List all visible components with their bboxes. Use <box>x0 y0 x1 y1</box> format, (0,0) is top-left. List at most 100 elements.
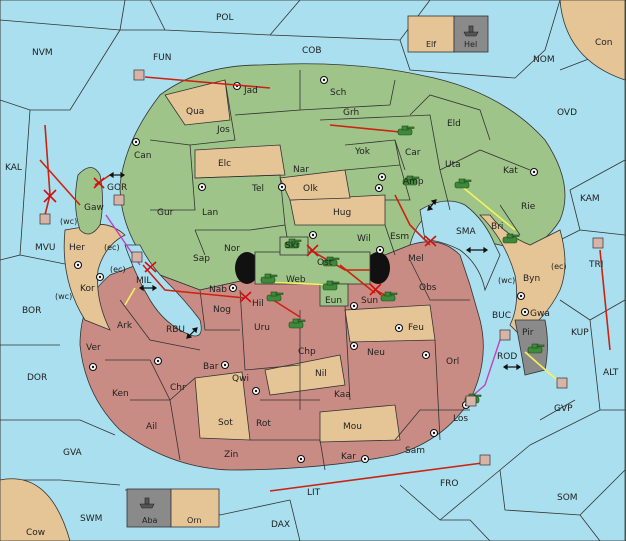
prov-jad: Jad <box>243 86 258 96</box>
coast-ec-3: (ec) <box>551 262 567 271</box>
prov-ail: Ail <box>146 422 157 432</box>
prov-zin: Zin <box>224 450 238 460</box>
elc-region <box>194 144 286 179</box>
prov-chr: Chr <box>170 383 186 393</box>
prov-byn: Byn <box>523 274 540 284</box>
prov-pir: Pir <box>522 328 534 338</box>
box-hel: Hel <box>464 40 477 49</box>
sea-rod: ROD <box>497 352 517 362</box>
sea-gva: GVA <box>63 448 83 458</box>
prov-nar: Nar <box>293 165 309 175</box>
sea-tri: TRI <box>588 260 603 270</box>
ship-icon <box>139 497 155 509</box>
prov-her: Her <box>69 243 85 253</box>
gaw-island <box>75 167 103 235</box>
prov-rot: Rot <box>256 419 271 429</box>
prov-ost: Ost <box>317 258 333 268</box>
prov-kat: Kat <box>503 166 518 176</box>
sea-fun: FUN <box>153 53 172 63</box>
coast-wc-1: (wc) <box>60 217 77 226</box>
prov-gur: Gur <box>157 208 174 218</box>
prov-gwa: Gwa <box>530 309 550 319</box>
prov-nab: Nab <box>209 285 227 295</box>
prov-ark: Ark <box>117 321 133 331</box>
east-coast-strip <box>479 214 566 336</box>
prov-rie: Rie <box>521 202 536 212</box>
prov-uta: Uta <box>445 160 461 170</box>
coast-ec-1: (ec) <box>104 243 120 252</box>
prov-amp: Amp <box>403 177 424 187</box>
prov-qua: Qua <box>186 107 204 117</box>
prov-skr: Skr <box>285 241 300 251</box>
move-orders <box>39 76 611 492</box>
army-icon <box>260 273 278 284</box>
prov-olk: Olk <box>303 184 319 194</box>
prov-lan: Lan <box>202 208 218 218</box>
fleet-icon <box>113 194 125 206</box>
ship-icons <box>139 25 479 509</box>
prov-bar: Bar <box>203 362 219 372</box>
prov-chp: Chp <box>298 347 316 357</box>
sea-dor: DOR <box>27 373 47 383</box>
coast-wc-3: (wc) <box>498 276 515 285</box>
sea-gvp: GVP <box>554 404 573 414</box>
mou-region <box>319 404 401 443</box>
elf-box <box>407 15 455 53</box>
prov-sch: Sch <box>330 88 346 98</box>
prov-hil: Hil <box>252 299 264 309</box>
prov-uru: Uru <box>254 323 270 333</box>
sea-som: SOM <box>557 493 578 503</box>
sea-kup: KUP <box>571 328 589 338</box>
fleet-icon <box>499 329 511 341</box>
fleet-units <box>39 69 604 466</box>
sea-lit: LIT <box>307 488 321 498</box>
prov-kaa: Kaa <box>334 390 351 400</box>
inner-sea-rbu <box>124 244 202 337</box>
sea-ovd: OVD <box>557 108 577 118</box>
prov-feu: Feu <box>408 323 424 333</box>
army-icon <box>322 256 340 267</box>
con-region <box>559 0 626 81</box>
army-icon <box>288 318 306 329</box>
prov-bri: Bri <box>491 222 503 232</box>
sea-mvu: MVU <box>35 243 56 253</box>
prov-hug: Hug <box>333 208 351 218</box>
fleet-icon <box>39 213 51 225</box>
prov-nog: Nog <box>213 305 231 315</box>
prov-car: Car <box>405 148 421 158</box>
west-fortress <box>235 252 259 284</box>
sea-labels: POL FUN COB NVM NOM Con KAL OVD KAM SMA … <box>5 13 619 538</box>
prov-nor: Nor <box>224 244 240 254</box>
fleet-icon <box>133 69 145 81</box>
prov-sot: Sot <box>218 418 233 428</box>
army-icon <box>402 175 420 186</box>
green-labels: Jad Sch Qua Jos Grh Eld Can Car Yok Elc … <box>84 86 536 306</box>
prov-wil: Wil <box>357 234 371 244</box>
prov-can: Can <box>134 151 152 161</box>
tan-labels: Her Kor Byn Gwa Pir <box>69 243 550 338</box>
prov-esm: Esm <box>390 232 409 242</box>
sea-kal: KAL <box>5 163 22 173</box>
east-fortress <box>366 252 390 284</box>
prov-yok: Yok <box>354 147 371 157</box>
inner-sea-sma <box>419 200 501 292</box>
prov-nil: Nil <box>315 369 327 379</box>
army-icon <box>284 238 302 249</box>
prov-mel: Mel <box>408 254 424 264</box>
sea-con: Con <box>595 38 613 48</box>
army-icon <box>322 280 340 291</box>
coast-labels: (wc) (ec) (wc) (ec) (wc) (ec) <box>55 217 567 301</box>
prov-ver: Ver <box>86 343 101 353</box>
sea-cob: COB <box>302 46 322 56</box>
prov-grh: Grh <box>343 108 359 118</box>
prov-mou: Mou <box>343 422 362 432</box>
coast-wc-2: (wc) <box>55 292 72 301</box>
prov-qwi: Qwi <box>232 374 249 384</box>
army-icon <box>454 178 472 189</box>
prov-los: Los <box>453 414 468 424</box>
sea-mil: MIL <box>136 276 151 286</box>
fleet-icon <box>592 237 604 249</box>
sea-rbu: RBU <box>166 325 185 335</box>
prov-web: Web <box>286 275 306 285</box>
